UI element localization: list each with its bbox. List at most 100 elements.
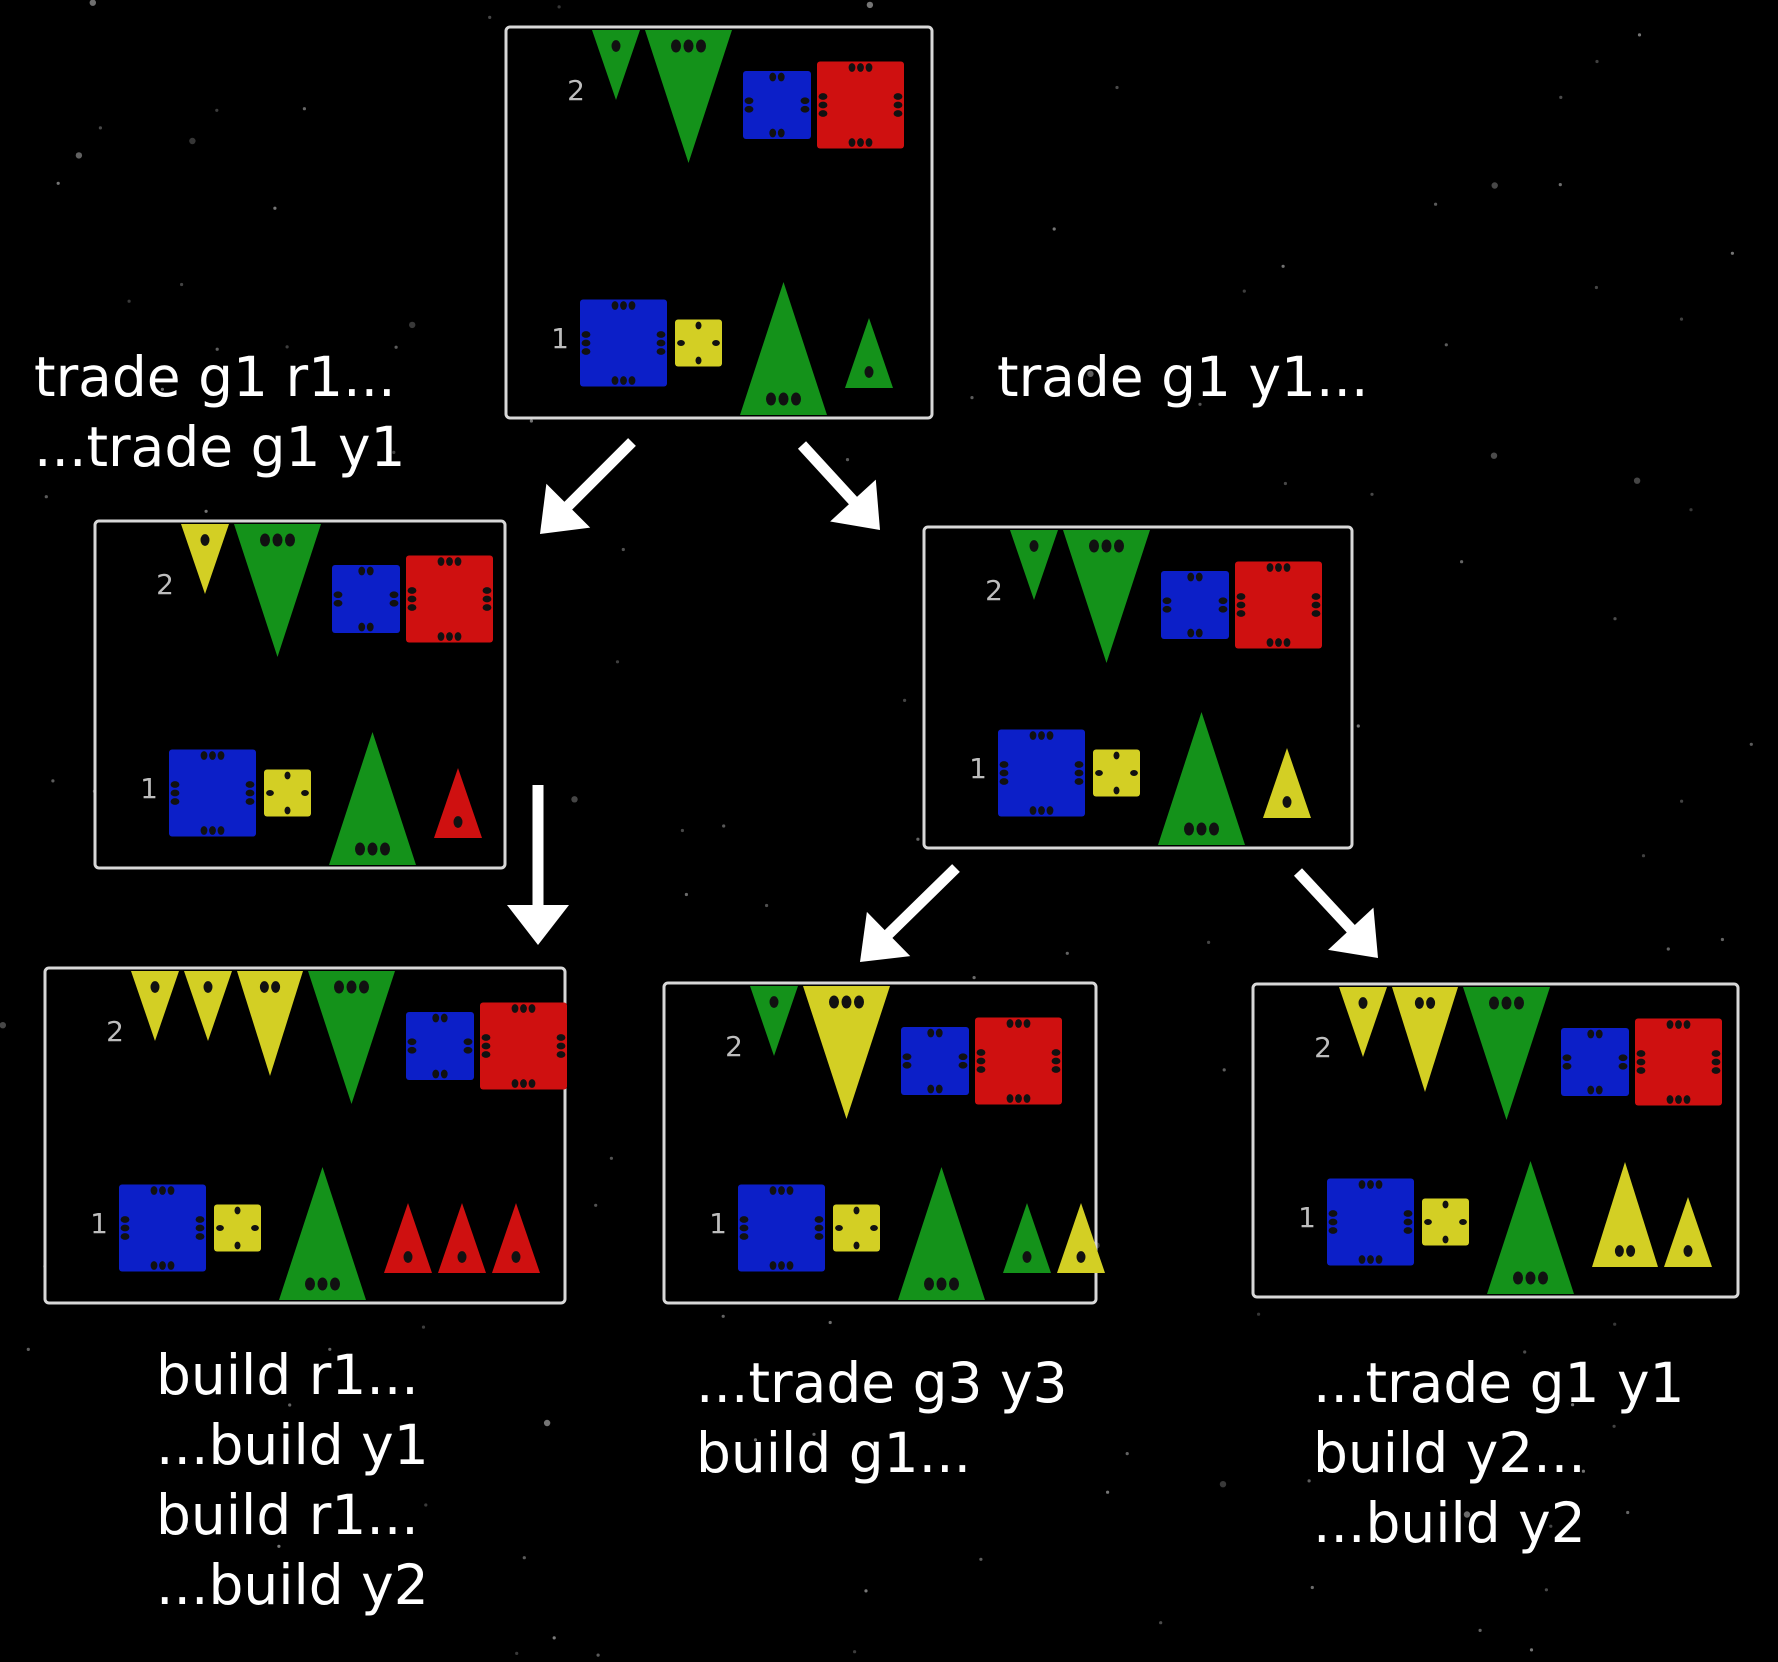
ship-shape: [1392, 987, 1458, 1092]
pip: [949, 1277, 959, 1291]
pip: [769, 996, 779, 1008]
caption-line: build y2...: [1313, 1421, 1586, 1485]
background-star: [1065, 951, 1069, 955]
pip: [1358, 1255, 1366, 1264]
ship-yellow-3: [803, 986, 890, 1119]
arrow-head: [1328, 907, 1378, 958]
ship-green-3: [279, 1167, 366, 1300]
background-star: [1125, 1452, 1129, 1456]
background-star: [1544, 1588, 1548, 1592]
background-star: [421, 1325, 426, 1329]
player-1-row: 1: [140, 732, 482, 865]
pip: [1038, 806, 1045, 815]
pip: [1282, 796, 1292, 808]
background-star: [1463, 1511, 1471, 1518]
pip: [778, 392, 789, 406]
ship-shape: [1339, 987, 1387, 1057]
pip: [814, 1224, 824, 1232]
ship-yellow-1: [181, 524, 229, 594]
pip: [628, 376, 636, 385]
pip: [407, 1038, 417, 1046]
ship-shape: [434, 768, 482, 838]
ship-red-1: [384, 1203, 432, 1273]
pip: [358, 622, 366, 632]
background-star: [543, 1419, 551, 1427]
state-panel-root: 21: [504, 25, 934, 420]
pip: [482, 604, 492, 611]
background-star: [1434, 202, 1438, 206]
ship-green-3: [740, 282, 827, 415]
pip: [167, 1186, 175, 1195]
star-blue-3: [580, 299, 667, 387]
background-star: [89, 0, 96, 6]
pip: [1403, 1218, 1413, 1226]
background-star: [1207, 940, 1211, 945]
state-panel-leaf-a: 21: [43, 966, 567, 1305]
ship-yellow-1: [1263, 748, 1311, 818]
background-star: [515, 1651, 519, 1655]
star-blue-2: [743, 71, 811, 139]
star-shape: [1093, 749, 1140, 797]
pip: [150, 1186, 158, 1195]
pip: [195, 1233, 205, 1240]
pip: [1626, 1245, 1636, 1257]
pip: [1051, 1057, 1061, 1065]
pip: [800, 97, 810, 105]
pip: [389, 591, 399, 599]
pip: [677, 340, 685, 346]
star-shape: [406, 555, 493, 643]
ship-yellow-1: [131, 971, 179, 1041]
pip: [1675, 1020, 1682, 1029]
pip: [696, 39, 706, 53]
caption-leaf-c: ...trade g1 y1 build y2... ...build y2: [1313, 1348, 1685, 1558]
arrow-head: [540, 483, 591, 534]
pip: [902, 1061, 912, 1069]
pip: [739, 1216, 749, 1223]
caption-line: ...trade g1 y1: [34, 415, 406, 479]
background-star: [1159, 1621, 1163, 1625]
pip: [437, 557, 445, 566]
background-star: [1307, 1479, 1311, 1483]
pip: [1196, 822, 1207, 836]
pip: [1636, 1050, 1646, 1057]
pip: [407, 604, 417, 611]
background-star: [328, 1347, 332, 1351]
background-star: [488, 15, 492, 19]
background-star: [722, 824, 726, 828]
pip: [857, 138, 864, 147]
pip: [712, 340, 720, 346]
pip: [482, 587, 492, 594]
background-star: [1666, 947, 1670, 951]
pip: [1595, 1085, 1603, 1095]
pip: [777, 72, 785, 82]
pip: [520, 1079, 527, 1088]
pip: [234, 1206, 241, 1215]
pip: [1275, 563, 1282, 572]
pip: [766, 392, 776, 406]
pip: [769, 1261, 777, 1270]
ship-shape: [492, 1203, 540, 1273]
star-shape: [998, 729, 1085, 817]
pip: [446, 632, 453, 641]
player-label: 1: [969, 752, 987, 785]
ship-green-1: [592, 30, 640, 100]
background-star: [680, 828, 685, 833]
pip: [389, 599, 399, 607]
ship-shape: [1057, 1203, 1105, 1273]
star-shape: [1161, 571, 1229, 639]
background-star: [302, 107, 306, 111]
ship-yellow-1: [1664, 1197, 1712, 1267]
pip: [818, 101, 828, 109]
background-star: [522, 1556, 526, 1560]
state-panel-leaf-c: 21: [1251, 982, 1740, 1299]
background-star: [0, 1022, 6, 1029]
pip: [1023, 1019, 1031, 1028]
pip: [769, 128, 777, 138]
star-shape: [169, 749, 256, 837]
star-shape: [1561, 1028, 1629, 1096]
pip: [656, 348, 666, 355]
star-red-3: [1635, 1018, 1722, 1106]
pip: [1358, 997, 1368, 1009]
background-star: [1594, 285, 1598, 290]
